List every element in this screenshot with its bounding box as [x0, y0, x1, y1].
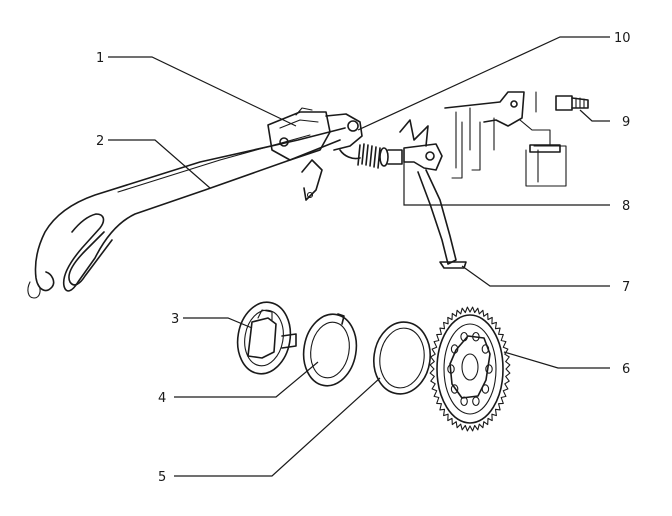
- sprocket-hole: [460, 331, 468, 342]
- callout-6: 6: [622, 362, 630, 377]
- split-ring-part: [302, 313, 358, 387]
- callout-2: 2: [96, 134, 104, 149]
- callout-8: 8: [622, 199, 630, 214]
- leader-2: [108, 139, 211, 189]
- callout-1: 1: [96, 51, 104, 66]
- leader-4: [174, 361, 319, 398]
- bolt-part: [555, 95, 589, 111]
- leader-7: [461, 265, 610, 287]
- callout-labels: 1 2 3 4 5 6 7 8 9 10: [96, 31, 631, 485]
- frame-plate-part: [444, 91, 567, 187]
- center-stand-part: [399, 119, 467, 269]
- leader-5: [174, 377, 381, 477]
- leader-8: [403, 162, 610, 206]
- callout-9: 9: [622, 115, 630, 130]
- sprocket-part: [429, 306, 511, 432]
- sprocket-hole: [460, 396, 468, 407]
- sprocket-hole: [485, 364, 493, 374]
- pivot-bracket-part: [267, 107, 363, 201]
- leader-10: [357, 36, 610, 131]
- sprocket-hole: [472, 396, 480, 407]
- sprocket-hole: [481, 384, 490, 394]
- leader-9: [579, 109, 610, 122]
- leader-lines: [108, 36, 610, 477]
- spring-pin-part: [339, 143, 403, 169]
- leader-6: [503, 351, 610, 369]
- clutch-plate-part: [236, 301, 297, 375]
- leader-1: [108, 56, 297, 127]
- washer-part: [373, 321, 431, 395]
- callout-4: 4: [158, 391, 166, 406]
- sprocket-bolt-holes: [447, 331, 493, 407]
- callout-10: 10: [614, 31, 631, 46]
- sprocket-hole: [450, 384, 459, 394]
- sprocket-teeth: [429, 306, 511, 432]
- sprocket-hole: [481, 344, 490, 354]
- callout-5: 5: [158, 470, 166, 485]
- leader-3: [183, 317, 253, 329]
- sprocket-hole: [450, 344, 459, 354]
- sprocket-hole: [447, 364, 455, 374]
- kick-lever-part: [27, 127, 346, 299]
- callout-3: 3: [171, 312, 179, 327]
- callout-7: 7: [622, 280, 630, 295]
- sprocket-hole: [472, 331, 480, 342]
- sprocket-tooth-ring: [429, 306, 511, 432]
